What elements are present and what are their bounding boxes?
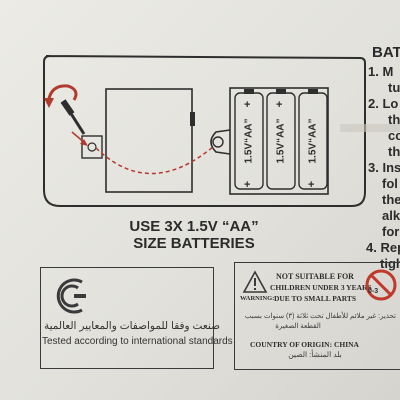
- instruction-line-9: the: [382, 192, 400, 207]
- certification-logo-icon: [56, 278, 86, 314]
- certification-english: Tested according to international standa…: [42, 336, 233, 347]
- instruction-line-7: 3. Ins: [368, 160, 400, 175]
- warning-line1: NOT SUITABLE FOR: [276, 272, 354, 281]
- age-badge: 0-3: [368, 288, 379, 295]
- battery-label-2: 1.5V“AA”: [275, 118, 287, 164]
- warning-box: [234, 262, 400, 370]
- country-of-origin-arabic: بلد المنشأ: الصين: [288, 350, 342, 359]
- instruction-line-6: th: [388, 144, 400, 159]
- instructions-heading: BAT: [372, 44, 400, 61]
- svg-text:+: +: [276, 99, 282, 111]
- instruction-line-5: co: [388, 128, 400, 143]
- svg-text:+: +: [308, 179, 314, 191]
- instruction-line-11: for: [382, 224, 400, 239]
- svg-text:+: +: [244, 179, 250, 191]
- certification-arabic: صنعت وفقا للمواصفات والمعايير العالمية: [44, 320, 220, 332]
- svg-text:+: +: [244, 99, 250, 111]
- instruction-line-12: 4. Rep: [366, 240, 400, 255]
- warning-line3: DUE TO SMALL PARTS: [273, 294, 357, 303]
- warning-line2: CHILDREN UNDER 3 YEARS: [270, 283, 372, 292]
- warning-arabic-1: تحذير: غير ملائم للأطفال تحت ثلاثة (٣) س…: [244, 313, 396, 320]
- instruction-line-3: 2. Lo: [368, 96, 399, 111]
- battery-label-1: 1.5V“AA”: [243, 118, 255, 164]
- battery-label-3: 1.5V“AA”: [307, 118, 319, 164]
- warning-label: WARNING:: [240, 295, 275, 302]
- battery-caption-line2: SIZE BATTERIES: [133, 235, 255, 252]
- country-of-origin: COUNTRY OF ORIGIN: CHINA: [250, 340, 359, 349]
- certification-box: [40, 267, 214, 369]
- warning-arabic-2: القطعة الصغيرة: [275, 323, 321, 330]
- instruction-line-4: th: [388, 112, 400, 127]
- instruction-line-1: 1. M: [368, 64, 394, 79]
- instruction-line-8: fol: [382, 176, 398, 191]
- warning-triangle-icon: [242, 270, 268, 293]
- instruction-line-2: tu: [388, 80, 400, 95]
- battery-caption: USE 3X 1.5V “AA” SIZE BATTERIES: [60, 218, 328, 252]
- battery-caption-line1: USE 3X 1.5V “AA”: [129, 218, 259, 235]
- instruction-line-13: tigh: [380, 256, 400, 271]
- no-under-3-icon: [365, 269, 397, 301]
- instruction-line-10: alk: [382, 208, 400, 223]
